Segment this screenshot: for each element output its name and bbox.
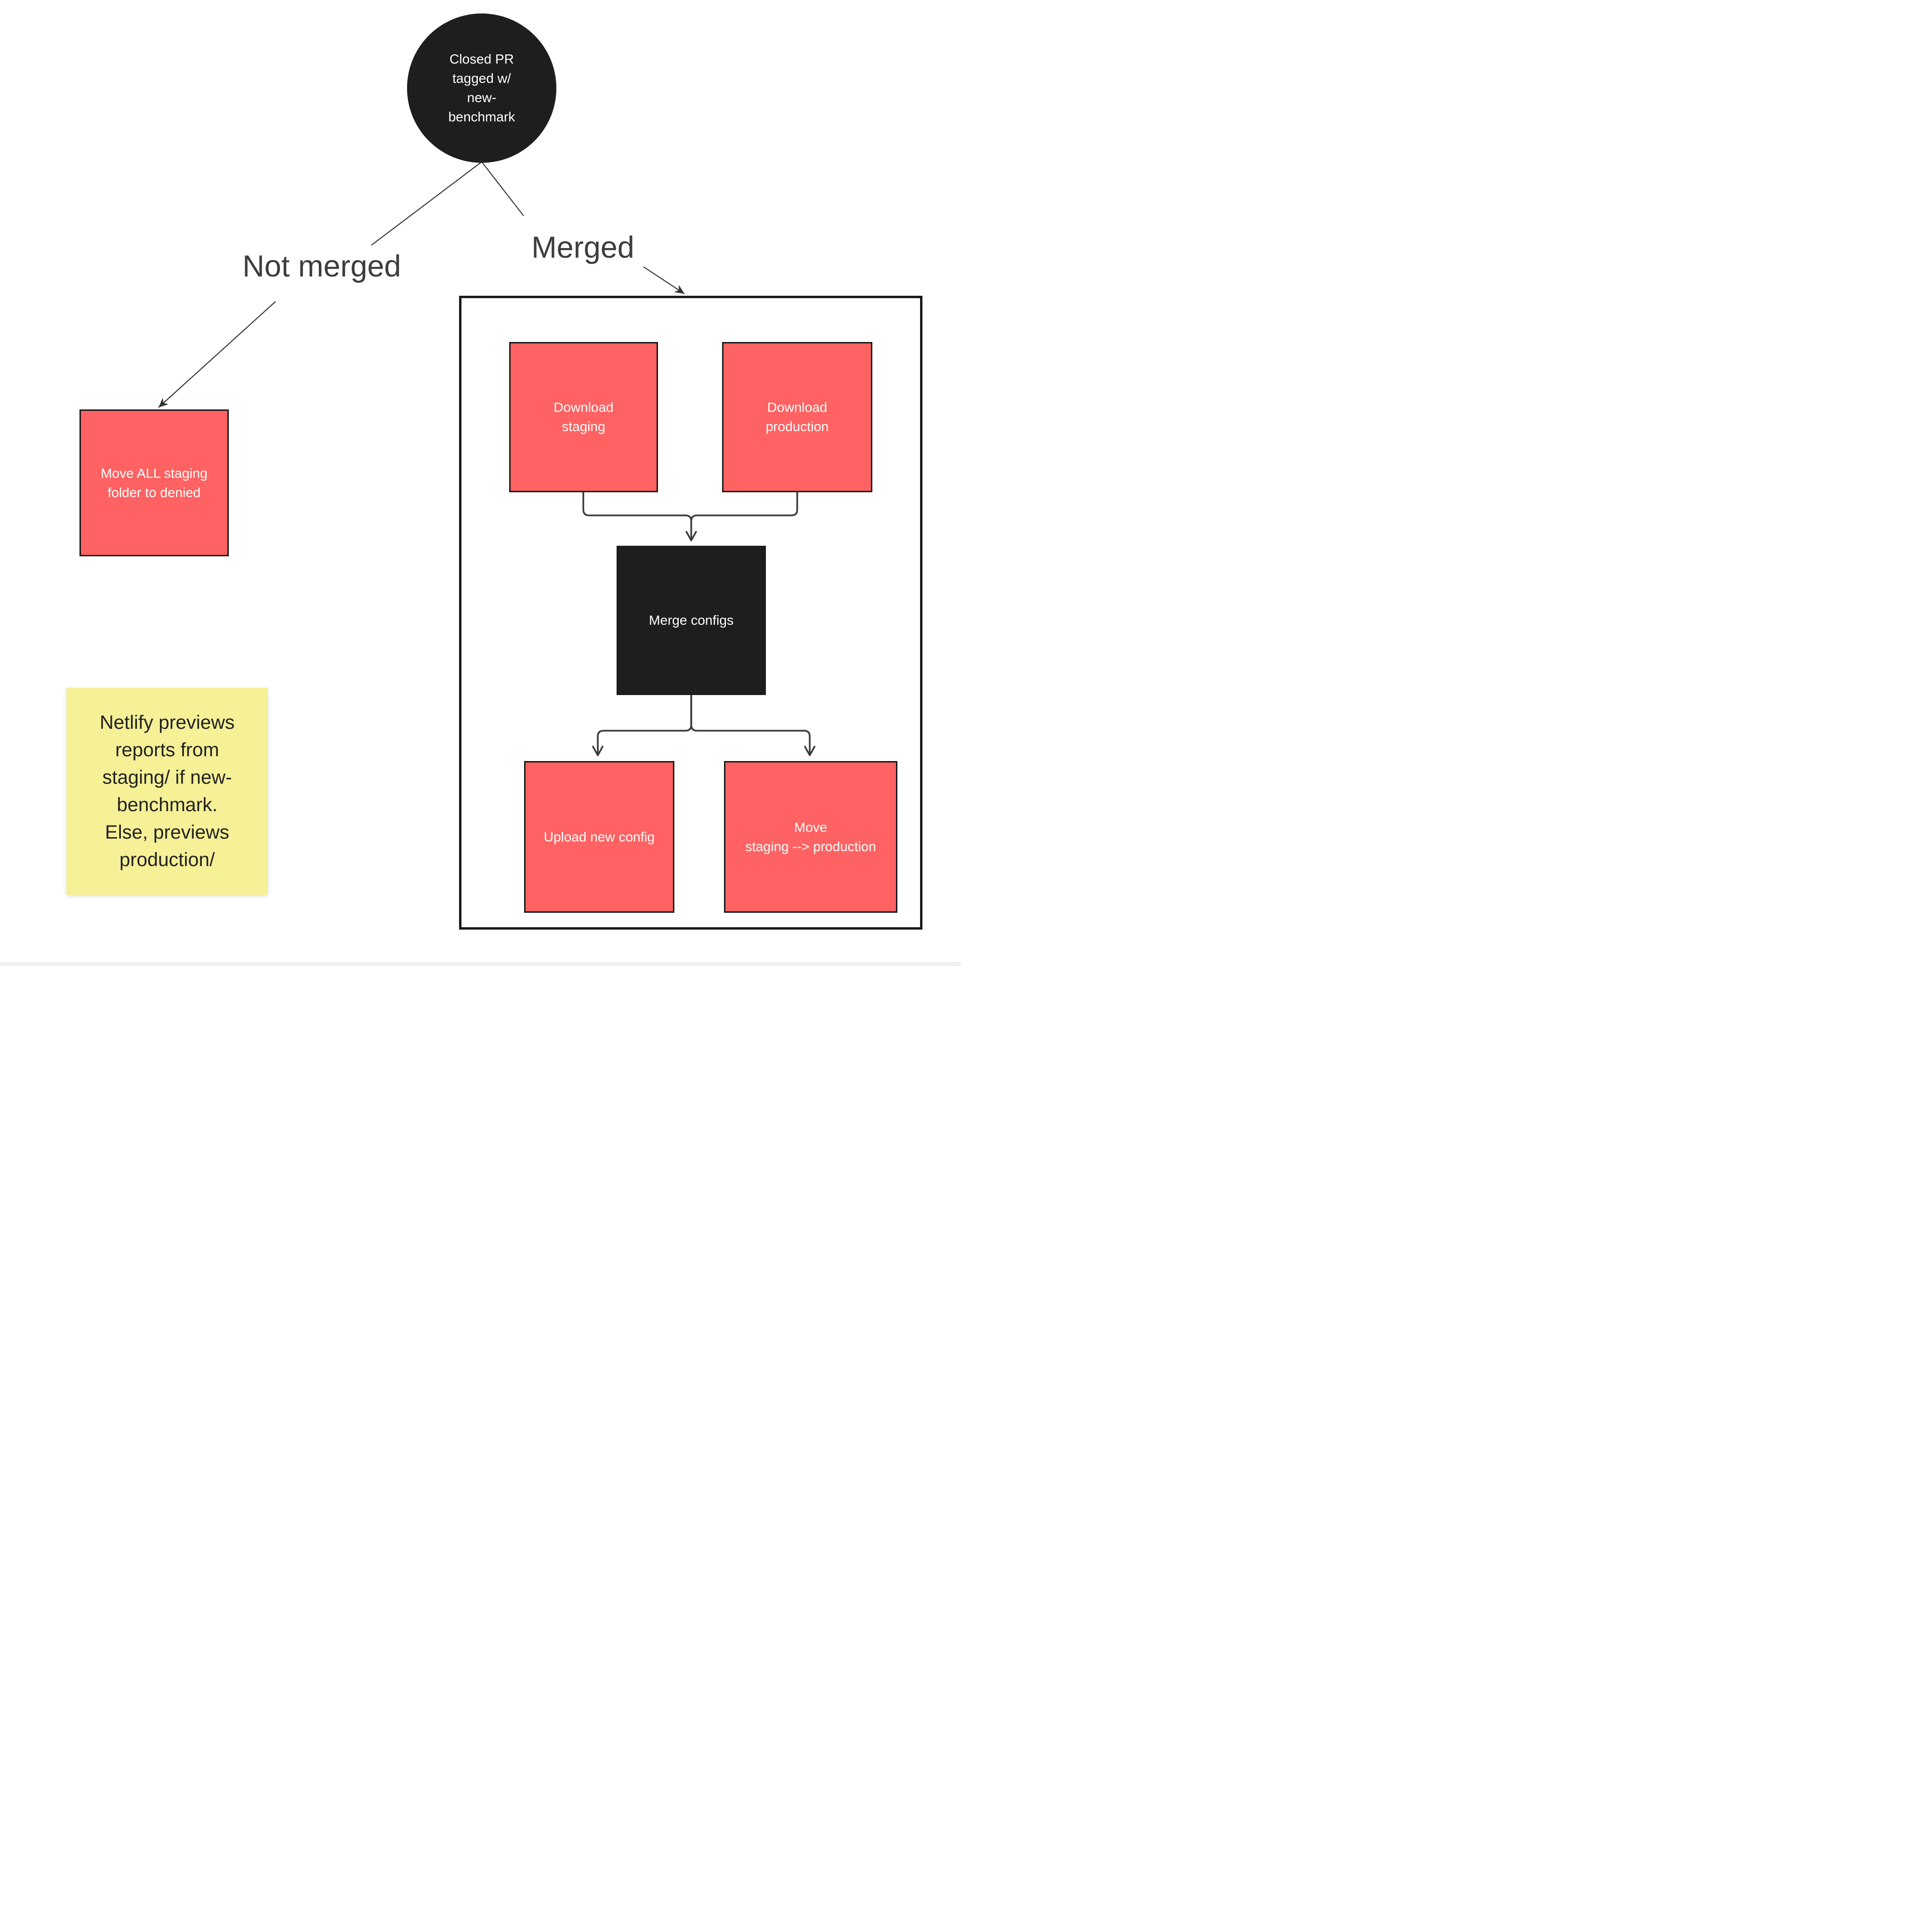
node-download-staging[interactable]: Download staging bbox=[509, 342, 658, 492]
node-upload-new-config-label: Upload new config bbox=[543, 829, 655, 844]
sticky-note-text: Netlify previews reports from staging/ i… bbox=[99, 712, 235, 870]
node-merge-configs[interactable]: Merge configs bbox=[617, 546, 766, 695]
sticky-note-netlify-previews[interactable]: Netlify previews reports from staging/ i… bbox=[66, 688, 268, 895]
node-upload-new-config[interactable]: Upload new config bbox=[524, 761, 674, 913]
start-node-closed-pr[interactable]: Closed PR tagged w/ new- benchmark bbox=[407, 13, 556, 163]
node-move-staging-to-production-label: Move staging --> production bbox=[745, 819, 876, 854]
node-download-production[interactable]: Download production bbox=[722, 342, 872, 492]
node-move-staging-to-denied[interactable]: Move ALL staging folder to denied bbox=[79, 409, 229, 556]
edge-not-merged-arrow bbox=[158, 301, 276, 408]
node-move-staging-to-production[interactable]: Move staging --> production bbox=[724, 761, 897, 913]
node-merge-configs-label: Merge configs bbox=[649, 613, 734, 628]
node-download-staging-label: Download staging bbox=[553, 400, 614, 434]
start-node-label: Closed PR tagged w/ new- benchmark bbox=[448, 52, 515, 124]
edge-not-merged-upper bbox=[371, 161, 482, 246]
edge-label-merged[interactable]: Merged bbox=[531, 231, 634, 264]
edge-label-not-merged[interactable]: Not merged bbox=[242, 250, 401, 283]
node-move-staging-to-denied-label: Move ALL staging folder to denied bbox=[101, 465, 208, 500]
edge-merged-upper bbox=[481, 161, 524, 216]
node-download-production-label: Download production bbox=[765, 400, 829, 434]
edge-merged-arrow bbox=[643, 266, 685, 294]
window-bottom-strip bbox=[0, 962, 960, 966]
flowchart-canvas: Closed PR tagged w/ new- benchmark Not m… bbox=[0, 0, 960, 966]
